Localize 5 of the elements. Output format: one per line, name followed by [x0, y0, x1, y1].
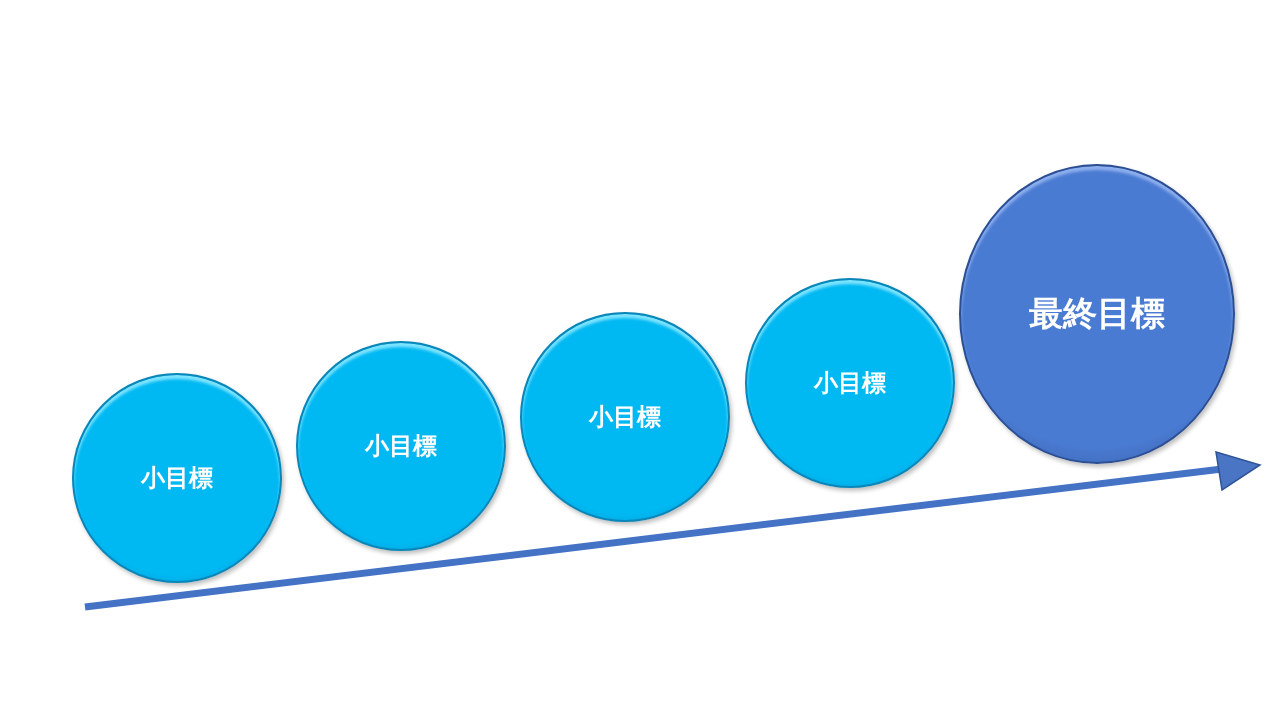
goal-label: 小目標 — [365, 431, 437, 462]
goal-label: 小目標 — [589, 402, 661, 433]
goal-label: 小目標 — [814, 368, 886, 399]
goal-label: 小目標 — [141, 463, 213, 494]
goal-label: 最終目標 — [1029, 292, 1165, 335]
